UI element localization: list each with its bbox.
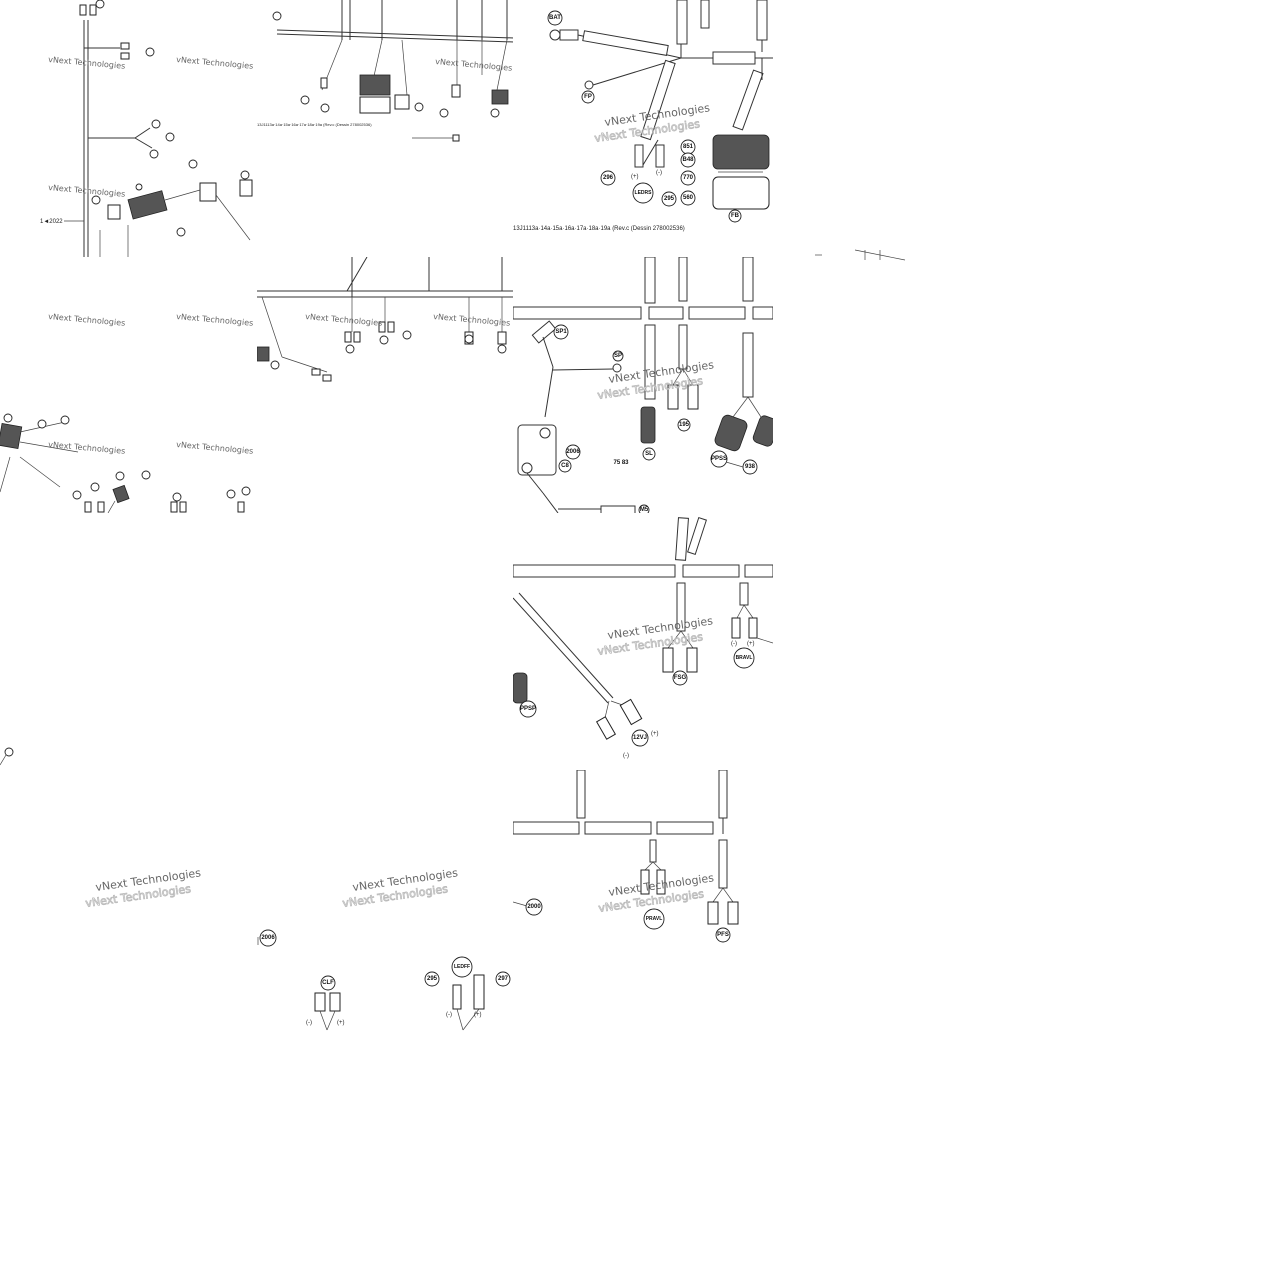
svg-text:(-): (-)	[731, 641, 737, 647]
svg-text:CLF: CLF	[322, 980, 334, 986]
harness-drawing-top-middle: vNext Technologies 13J1113a·14a·15a·16a·…	[257, 0, 514, 142]
drawing-caption: 13J1113a·14a·15a·16a·17a·18a·19a (Rev.c …	[513, 226, 685, 232]
svg-text:297: 297	[498, 976, 509, 982]
svg-text:vNext Technologies: vNext Technologies	[176, 312, 254, 328]
svg-text:295: 295	[427, 976, 438, 982]
svg-text:vNext Technologies: vNext Technologies	[305, 312, 383, 328]
svg-text:BAT: BAT	[549, 15, 561, 21]
svg-text:(-): (-)	[656, 170, 662, 176]
svg-text:vNext Technologies: vNext Technologies	[48, 183, 126, 199]
svg-text:vNext Technologies: vNext Technologies	[433, 312, 511, 328]
svg-text:SP: SP	[614, 353, 622, 359]
svg-text:12VJ: 12VJ	[633, 735, 647, 741]
svg-text:B48: B48	[682, 157, 694, 163]
svg-text:(+): (+)	[651, 731, 659, 737]
svg-text:FP: FP	[584, 94, 592, 100]
diagram-tile-bottom-right: PRAVL PFS 2000 vNext Technologies vNext …	[513, 770, 773, 945]
svg-text:2006: 2006	[566, 449, 580, 455]
svg-text:PRAVL: PRAVL	[646, 916, 663, 922]
diagram-tile-mid-right: SP1 SP 2006 C8 SL 75 83 195 PPSS	[513, 257, 773, 513]
svg-text:FSG: FSG	[674, 675, 687, 681]
svg-text:PPSP: PPSP	[520, 706, 536, 712]
svg-text:vNext Technologies: vNext Technologies	[48, 312, 126, 328]
svg-text:(-): (-)	[446, 1012, 452, 1018]
svg-text:13J1113a·14a·15a·16a·17a·18a·1: 13J1113a·14a·15a·16a·17a·18a·19a (Rev.c …	[257, 122, 372, 127]
left-caption: 1◄2022	[40, 219, 63, 225]
diagram-tile-top-right: BAT FP 851 B48 770 560 FB 296 295 LEDRS	[513, 0, 773, 235]
svg-text:vNext Technologies: vNext Technologies	[48, 440, 126, 456]
svg-text:2006: 2006	[261, 935, 275, 941]
svg-text:C8: C8	[561, 463, 569, 469]
svg-text:(+): (+)	[337, 1020, 345, 1026]
svg-text:PPSS: PPSS	[711, 456, 727, 462]
diagram-tile-top-middle: vNext Technologies 13J1113a·14a·15a·16a·…	[257, 0, 514, 145]
svg-text:(+): (+)	[631, 174, 639, 180]
svg-text:FB: FB	[731, 213, 740, 219]
svg-text:(-): (-)	[623, 753, 629, 759]
svg-text:770: 770	[683, 175, 694, 181]
svg-text:75 83: 75 83	[613, 460, 629, 466]
svg-text:SL: SL	[645, 451, 653, 457]
svg-text:vNext Technologies: vNext Technologies	[435, 57, 513, 73]
svg-text:SP1: SP1	[555, 329, 567, 335]
svg-text:(-): (-)	[306, 1020, 312, 1026]
svg-text:195: 195	[679, 422, 690, 428]
svg-text:vNext Technologies: vNext Technologies	[176, 55, 254, 71]
svg-text:M5: M5	[640, 507, 649, 513]
svg-text:295: 295	[664, 196, 675, 202]
watermark: vNext Technologies	[48, 55, 126, 71]
diagram-tile-mid-left: vNext Technologies vNext Technologies vN…	[0, 257, 257, 513]
svg-text:2000: 2000	[527, 904, 541, 910]
svg-text:vNext Technologies: vNext Technologies	[176, 440, 254, 456]
svg-text:(+): (+)	[474, 1012, 482, 1018]
diagram-tile-bottom-left: vNext Technologies vNext Technologies vN…	[0, 745, 513, 1035]
svg-text:938: 938	[745, 464, 756, 470]
svg-text:(+): (+)	[747, 641, 755, 647]
diagram-tile-mid-middle: vNext Technologies vNext Technologies	[257, 257, 514, 393]
diagram-tile-lower-right: FSG (-) (+) BRAVL 12VJ (+) (-) PPSP vNex…	[513, 513, 773, 768]
svg-text:560: 560	[683, 195, 694, 201]
svg-text:LEDRS: LEDRS	[635, 190, 653, 196]
svg-text:PFS: PFS	[717, 932, 729, 938]
svg-text:851: 851	[683, 144, 694, 150]
label-bat	[547, 10, 563, 26]
harness-drawing-top-right: BAT FP 851 B48 770 560 FB 296 295 LEDRS	[513, 0, 773, 232]
harness-drawing-top-left: vNext Technologies vNext Technologies vN…	[40, 0, 254, 257]
diagram-fragment-right	[810, 248, 910, 262]
svg-text:LEDFF: LEDFF	[454, 964, 470, 970]
svg-text:BRAVL: BRAVL	[736, 655, 753, 661]
diagram-tile-top-left: vNext Technologies vNext Technologies vN…	[0, 0, 257, 257]
svg-text:296: 296	[603, 175, 614, 181]
